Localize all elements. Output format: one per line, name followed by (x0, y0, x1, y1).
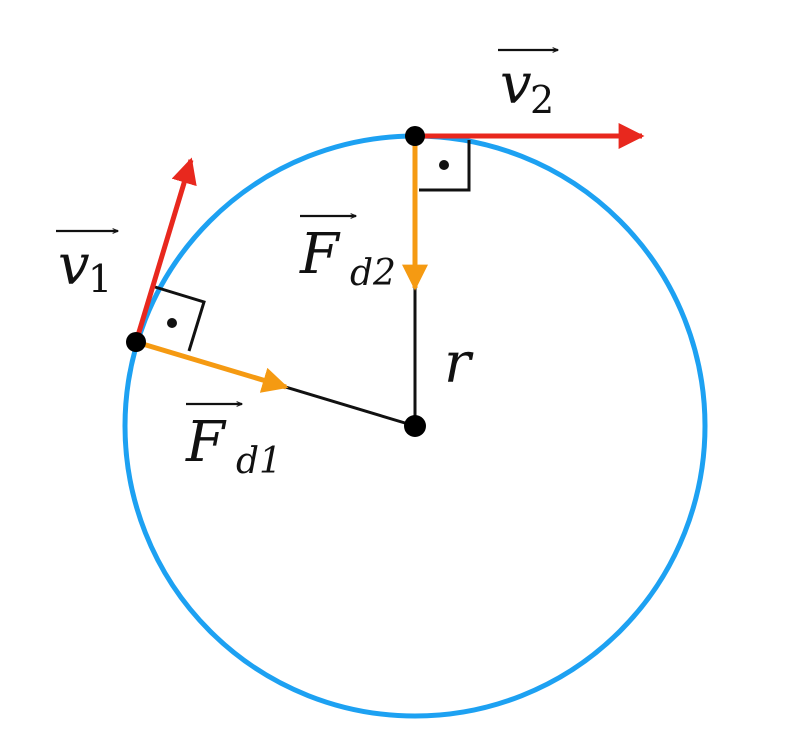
svg-text:v: v (500, 52, 532, 117)
label-v1: v 1 (56, 231, 118, 301)
svg-text:1: 1 (88, 257, 112, 301)
point-1 (126, 332, 146, 352)
svg-text:d2: d2 (350, 253, 396, 294)
svg-text:F: F (299, 222, 341, 287)
label-radius: r (444, 331, 474, 396)
point-2 (405, 126, 425, 146)
svg-text:F: F (185, 410, 227, 475)
right-angle-marker-2 (419, 140, 471, 192)
right-angle-marker-1 (154, 285, 206, 352)
label-fd1: F d1 (185, 404, 282, 482)
velocity-vector-1-arrow (133, 157, 197, 343)
svg-text:2: 2 (530, 78, 554, 122)
svg-text:v: v (58, 233, 90, 298)
label-fd2: F d2 (299, 216, 396, 294)
label-v2: v 2 (498, 50, 558, 122)
force-vector-1-arrow (135, 339, 289, 393)
center-point (404, 415, 426, 437)
svg-text:d1: d1 (236, 441, 282, 482)
